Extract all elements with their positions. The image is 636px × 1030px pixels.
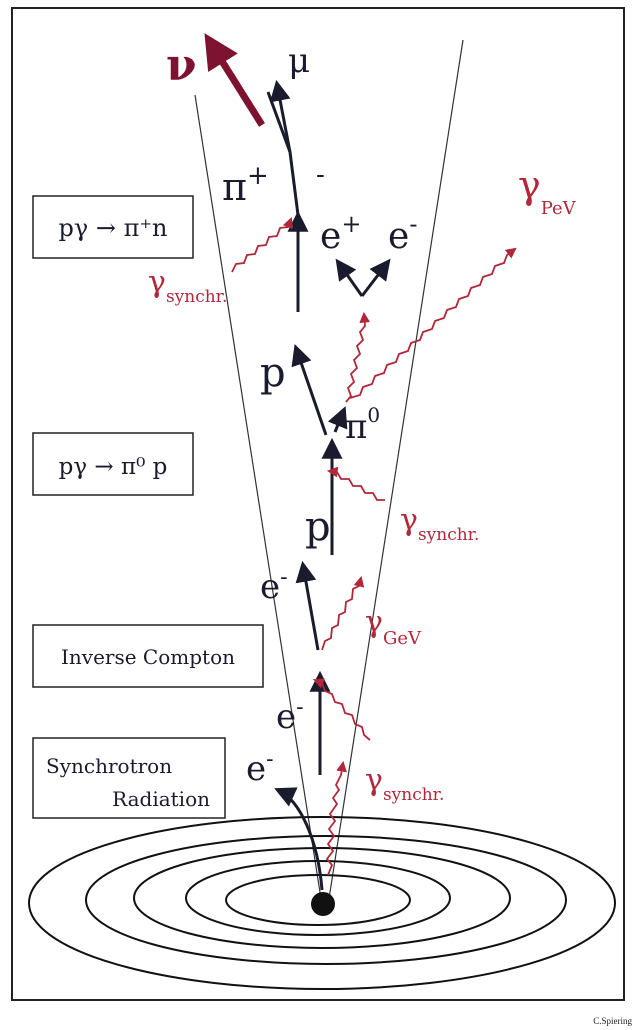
photon-pev bbox=[349, 247, 517, 399]
label-gamma-synchr-middle: γsynchr. bbox=[400, 503, 479, 545]
label-electron-mid: e- bbox=[260, 565, 288, 607]
label-gamma-synchr-lower: γsynchr. bbox=[365, 763, 444, 805]
particle-tracks bbox=[266, 79, 391, 891]
photon-synchrotron-to-pi-plus bbox=[231, 216, 294, 273]
photon-tracks bbox=[231, 216, 517, 876]
label-gamma-pev: γPeV bbox=[518, 163, 577, 219]
photon-gev bbox=[321, 575, 365, 651]
process-box-synchrotron: Synchrotron Radiation bbox=[32, 737, 226, 819]
label-pi-zero: π0 bbox=[345, 403, 380, 447]
label-proton-upper: p bbox=[260, 350, 286, 396]
track-muon bbox=[269, 79, 292, 153]
photon-pi0-to-pair bbox=[345, 311, 371, 403]
label-neutrino: ν bbox=[166, 40, 197, 91]
process-label-synchrotron-line2: Radiation bbox=[112, 787, 210, 811]
label-proton-lower: p bbox=[305, 504, 331, 550]
label-electron-pair: e- bbox=[388, 210, 417, 257]
label-muon-charge: - bbox=[316, 160, 325, 190]
track-electron-pair bbox=[360, 258, 391, 297]
label-pi-plus: π+ bbox=[222, 161, 269, 209]
process-box-charged-pion: pγ → π⁺n bbox=[32, 195, 194, 259]
track-electron-upper bbox=[295, 560, 320, 651]
process-label-neutral-pion: pγ → π⁰ p bbox=[59, 454, 168, 480]
image-credit: C.Spiering bbox=[593, 1016, 632, 1026]
process-label-inverse-compton: Inverse Compton bbox=[61, 645, 235, 669]
track-electron-synchrotron bbox=[274, 787, 324, 891]
jet-cone-left bbox=[194, 94, 323, 906]
jet-cone-right bbox=[327, 39, 464, 906]
photon-synchrotron-to-pi0 bbox=[326, 466, 385, 501]
label-electron-low: e- bbox=[276, 695, 304, 737]
track-charged-pion bbox=[288, 151, 300, 216]
track-neutral-pion bbox=[327, 406, 348, 433]
photon-synchrotron-to-compton bbox=[313, 678, 371, 741]
label-gamma-synchr-upper: γsynchr. bbox=[148, 265, 227, 307]
label-muon: μ bbox=[288, 41, 310, 81]
process-label-synchrotron-line1: Synchrotron bbox=[46, 754, 172, 778]
track-proton-upper bbox=[291, 344, 328, 436]
figure-frame bbox=[11, 7, 625, 1001]
label-electron-bottom: e- bbox=[246, 747, 274, 789]
track-pion-decay bbox=[266, 91, 292, 153]
photon-synchrotron-low bbox=[325, 760, 347, 876]
track-positron bbox=[335, 258, 364, 297]
process-label-charged-pion: pγ → π⁺n bbox=[59, 214, 168, 242]
track-neutrino bbox=[204, 33, 265, 127]
process-box-inverse-compton: Inverse Compton bbox=[32, 624, 264, 688]
label-gamma-gev: γGeV bbox=[365, 605, 422, 649]
accretion-disk bbox=[28, 816, 616, 990]
label-positron: e+ bbox=[320, 210, 361, 257]
black-hole bbox=[311, 892, 335, 916]
process-box-neutral-pion: pγ → π⁰ p bbox=[32, 432, 194, 496]
